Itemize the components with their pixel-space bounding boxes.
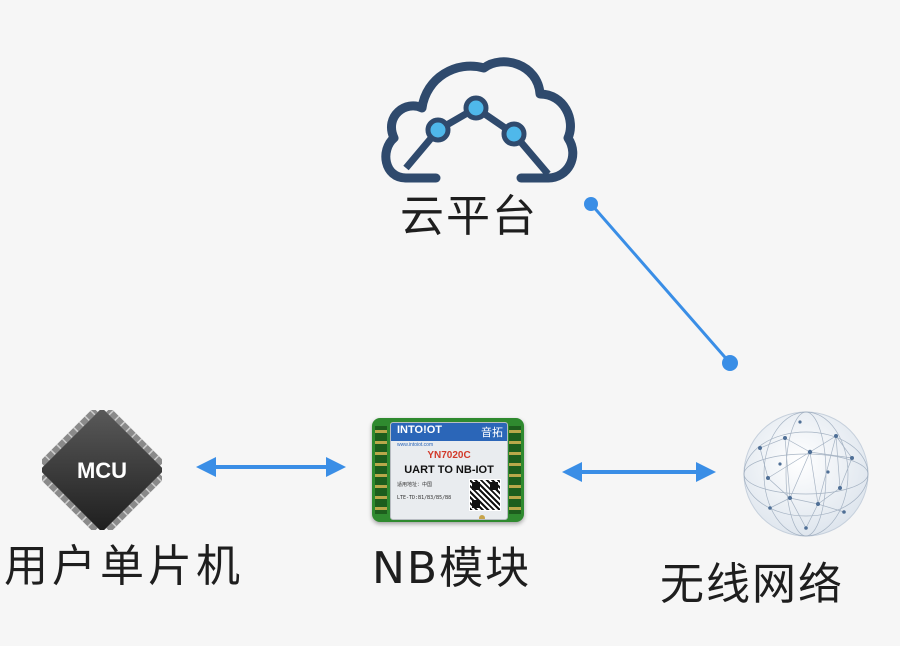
nb-module-board: INTO!OT 音拓 www.intoiot.com YN7020C UART … (372, 418, 524, 522)
cloud-network-icon (381, 57, 578, 183)
cloud-network-link (584, 197, 738, 371)
brand-url: www.intoiot.com (397, 442, 434, 448)
cloud-platform-label: 云平台 (400, 191, 538, 242)
mcu-nb-arrow (196, 457, 346, 477)
module-bands: LTE-TD:B1/B3/B5/B8 (397, 495, 452, 501)
wireless-network-label: 无线网络 (660, 559, 844, 610)
brand-cn-text: 音拓 (481, 426, 503, 439)
user-mcu-label: 用户单片机 (4, 541, 244, 592)
pin-header-right (509, 426, 521, 514)
module-model: YN7020C (427, 450, 471, 461)
qr-code-icon (469, 479, 501, 511)
mcu-chip-icon: MCU (42, 410, 162, 530)
nb-network-arrow (562, 462, 716, 482)
globe-network-icon (743, 411, 869, 537)
antenna-pad (479, 515, 485, 519)
brand-logo-text: INTO!OT (397, 424, 443, 436)
pin-header-left (375, 426, 387, 514)
mcu-chip-text: MCU (77, 458, 127, 483)
brand-bar: INTO!OT 音拓 (391, 423, 507, 441)
module-shield: INTO!OT 音拓 www.intoiot.com YN7020C UART … (390, 422, 508, 520)
module-address: 适用地址：中国 (397, 482, 433, 488)
module-title: UART TO NB-IOT (404, 464, 494, 476)
nb-module-label: NB模块 (372, 543, 532, 594)
